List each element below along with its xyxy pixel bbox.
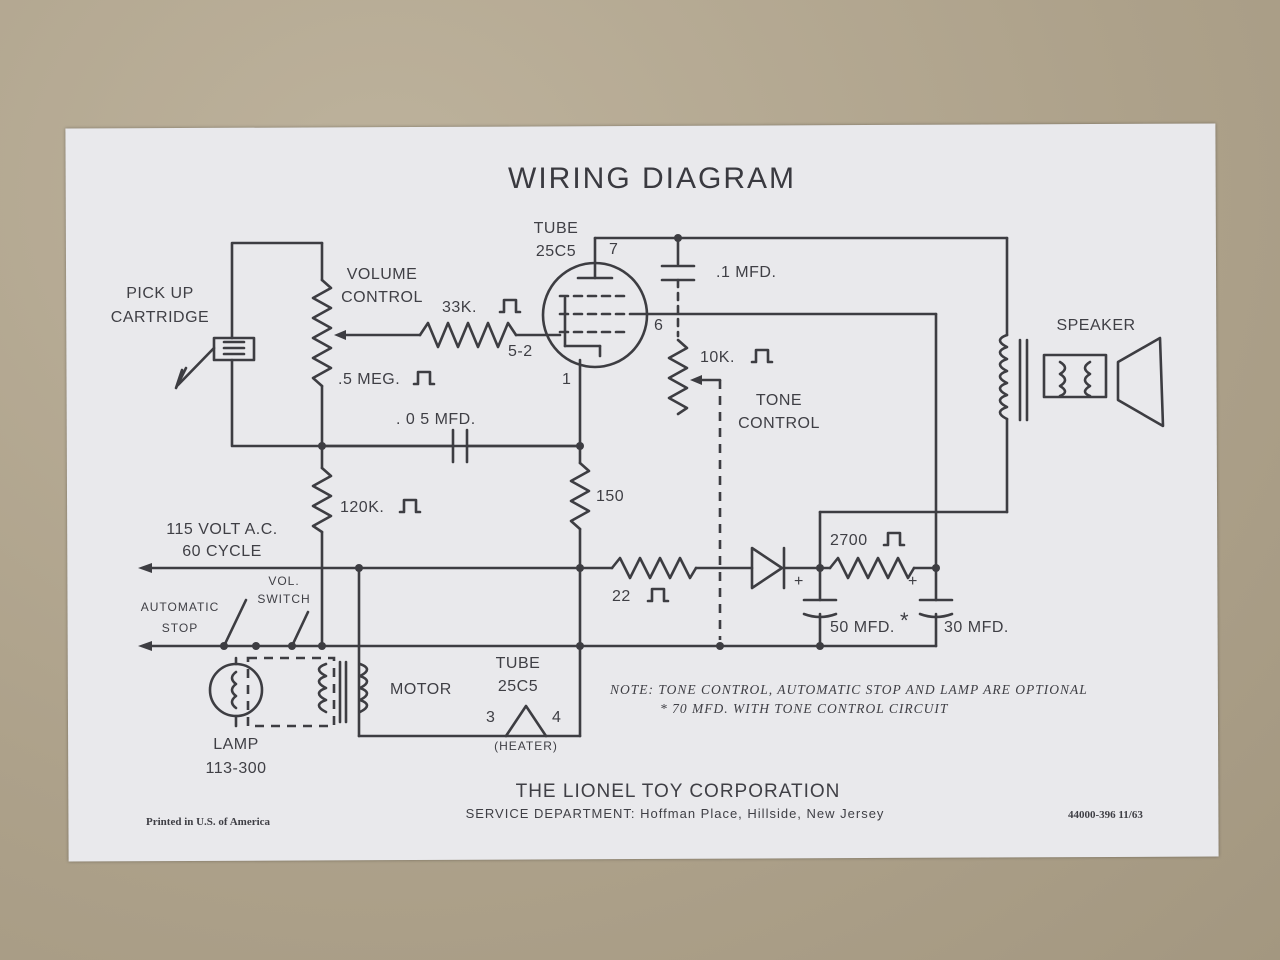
- corporation-name: THE LIONEL TOY CORPORATION: [516, 781, 841, 802]
- optional-lamp-box: [246, 656, 336, 728]
- tube-bottom-label-2: 25C5: [498, 678, 538, 695]
- diagram-title: WIRING DIAGRAM: [508, 162, 796, 195]
- ohm-symbol-120k: [398, 498, 422, 514]
- pin1-label: 1: [562, 371, 571, 388]
- ohm-symbol-22: [646, 587, 670, 603]
- plus-right: +: [908, 573, 918, 590]
- pin52-label: 5-2: [508, 343, 533, 360]
- pickup-label-2: CARTRIDGE: [111, 309, 209, 326]
- volswitch-label-2: SWITCH: [257, 592, 310, 606]
- tube-top-label-1: TUBE: [534, 220, 579, 237]
- cap30-label: 30 MFD.: [944, 619, 1009, 636]
- resistor-2700: [828, 556, 916, 580]
- printed-in: Printed in U.S. of America: [146, 816, 271, 828]
- heater-icon: [504, 704, 548, 738]
- tube-25c5-icon: [541, 236, 649, 369]
- automatic-stop-switch: [220, 598, 248, 650]
- r22-label: 22: [612, 588, 631, 605]
- resistor-120k: [311, 466, 333, 534]
- ohm-symbol-10k: [750, 348, 774, 364]
- r150-label: 150: [596, 488, 624, 505]
- pin3-label: 3: [486, 709, 495, 726]
- autostop-label-1: AUTOMATIC: [141, 600, 220, 614]
- ohm-symbol-2700: [882, 531, 906, 547]
- note-line-1: NOTE: TONE CONTROL, AUTOMATIC STOP AND L…: [609, 682, 1088, 697]
- r2700-label: 2700: [830, 532, 868, 549]
- resistor-150: [569, 461, 591, 531]
- r10k-label: 10K.: [700, 349, 735, 366]
- wire-cartridge-top: [230, 241, 324, 340]
- r33k-label: 33K.: [442, 299, 477, 316]
- motor-coil-icon: [317, 660, 369, 724]
- autostop-label-2: STOP: [162, 621, 198, 635]
- pin7-label: 7: [609, 241, 618, 258]
- output-transformer: [998, 333, 1009, 421]
- volume-label-1: VOLUME: [347, 266, 418, 283]
- volume-control-resistor: [311, 278, 333, 388]
- pin4-label: 4: [552, 709, 561, 726]
- pin6-label: 6: [654, 317, 663, 334]
- volswitch-label-1: VOL.: [268, 574, 299, 588]
- tone-label-1: TONE: [756, 392, 802, 409]
- service-department: SERVICE DEPARTMENT: Hoffman Place, Hills…: [466, 806, 885, 821]
- heater-label: (HEATER): [494, 739, 558, 753]
- speaker-label: SPEAKER: [1056, 317, 1135, 334]
- form-code: 44000-396 11/63: [1068, 809, 1143, 821]
- cap50-label: 50 MFD.: [830, 619, 895, 636]
- lamp-label-2: 113-300: [205, 760, 266, 777]
- r5meg-label: .5 MEG.: [338, 371, 400, 388]
- speaker-icon: [1042, 336, 1165, 428]
- tone-label-2: CONTROL: [738, 415, 820, 432]
- pickup-cartridge-icon: [174, 336, 256, 390]
- volume-switch: [252, 610, 310, 650]
- motor-label: MOTOR: [390, 681, 452, 698]
- ohm-symbol-33k: [498, 298, 522, 314]
- power-label-1: 115 VOLT A.C.: [166, 521, 277, 538]
- cap05-label: . 0 5 MFD.: [396, 411, 476, 428]
- plus-left: +: [794, 573, 804, 590]
- volume-label-2: CONTROL: [341, 289, 423, 306]
- pickup-label-1: PICK UP: [126, 285, 194, 302]
- power-label-2: 60 CYCLE: [182, 543, 262, 560]
- tube-bottom-label-1: TUBE: [496, 655, 541, 672]
- ohm-symbol-5meg: [412, 370, 436, 386]
- tube-top-label-2: 25C5: [536, 243, 576, 260]
- cap1-label: .1 MFD.: [716, 264, 776, 281]
- tone-control-resistor: [667, 338, 689, 416]
- r120k-label: 120K.: [340, 499, 384, 516]
- cap50-asterisk: *: [900, 608, 909, 633]
- wire-cartridge-bottom: [230, 358, 582, 448]
- resistor-22: [610, 556, 698, 580]
- note-line-2: * 70 MFD. WITH TONE CONTROL CIRCUIT: [660, 701, 949, 716]
- lamp-label-1: LAMP: [213, 736, 259, 753]
- rectifier-diode-icon: [750, 546, 786, 590]
- resistor-33k: [418, 321, 518, 349]
- lamp-icon: [208, 656, 264, 728]
